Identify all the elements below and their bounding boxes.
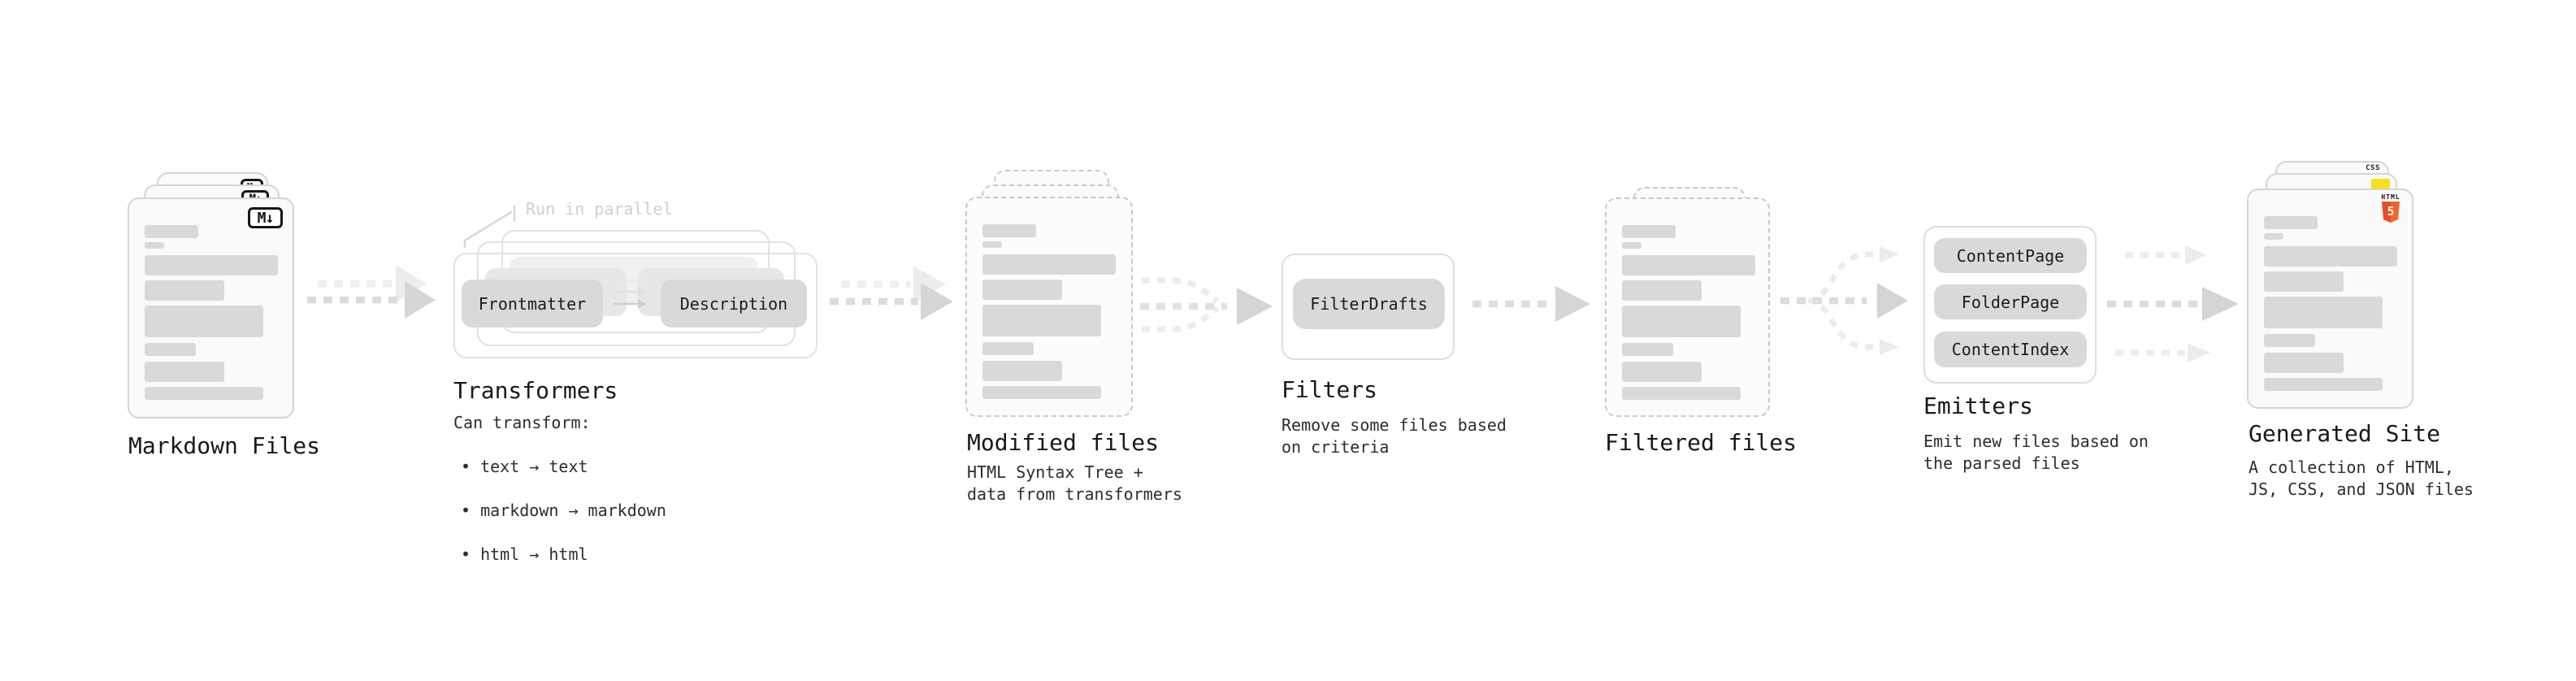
modified-file-card-front	[965, 197, 1133, 417]
markdown-icon: M↓	[248, 207, 283, 228]
transformers-desc-title: Can transform:	[453, 413, 591, 432]
parallel-arrows-icon	[614, 275, 647, 309]
placeholder-bar	[982, 342, 1034, 355]
site-file-card-front: HTML 5	[2247, 189, 2413, 409]
placeholder-bar	[145, 362, 224, 382]
placeholder-bar	[982, 386, 1101, 399]
filtered-file-card-front	[1605, 197, 1770, 417]
flow-arrow-icon	[1472, 286, 1590, 322]
stage-label-emitters: Emitters	[1923, 393, 2033, 419]
placeholder-bar	[1622, 387, 1741, 400]
emitter-pill-contentindex: ContentIndex	[1934, 332, 2087, 367]
bullet-item: • markdown → markdown	[461, 501, 666, 520]
placeholder-bar	[982, 254, 1116, 275]
callout-run-in-parallel: Run in parallel	[526, 199, 673, 219]
placeholder-bar	[1622, 306, 1741, 337]
bullet-item: • html → html	[461, 544, 588, 564]
flow-arrow-icon	[307, 265, 436, 319]
placeholder-bar	[982, 361, 1062, 381]
stage-label-markdown-files: Markdown Files	[128, 432, 321, 459]
transformers-bullet-list: • text → text • markdown → markdown • ht…	[453, 434, 666, 588]
html5-icon: HTML 5	[2380, 193, 2401, 223]
generated-site-desc: A collection of HTML, JS, CSS, and JSON …	[2249, 458, 2474, 499]
modified-files-desc: HTML Syntax Tree + data from transformer…	[967, 462, 1182, 504]
placeholder-bar	[2264, 246, 2397, 267]
stage-label-generated-site: Generated Site	[2249, 420, 2441, 447]
placeholder-bar	[2264, 378, 2383, 391]
placeholder-bar	[145, 242, 164, 249]
callout-line	[463, 205, 516, 249]
markdown-file-card-front: M↓	[128, 197, 294, 419]
emitter-pill-contentpage: ContentPage	[1934, 238, 2087, 273]
emitter-pill-folderpage: FolderPage	[1934, 284, 2087, 319]
html5-shield: 5	[2382, 202, 2400, 223]
placeholder-bar	[982, 224, 1036, 237]
stage-label-modified-files: Modified files	[967, 429, 1160, 456]
emitter-arrows-icon	[2107, 245, 2239, 362]
placeholder-bar	[145, 280, 224, 301]
converge-arrow-icon	[1140, 277, 1273, 332]
placeholder-bar	[145, 255, 278, 275]
flow-arrow-icon	[830, 266, 953, 320]
placeholder-bar	[145, 225, 198, 238]
stage-label-filters: Filters	[1281, 376, 1378, 403]
transformer-box-front	[453, 253, 817, 358]
placeholder-bar	[982, 280, 1062, 300]
placeholder-bar	[1622, 225, 1676, 238]
placeholder-bar	[1622, 280, 1702, 301]
transformer-pill-frontmatter: Frontmatter	[462, 280, 603, 327]
emitters-box	[1923, 226, 2097, 384]
stage-label-transformers: Transformers	[453, 377, 618, 404]
placeholder-bar	[145, 306, 263, 337]
diverge-arrow-icon	[1780, 246, 1908, 355]
placeholder-bar	[145, 387, 263, 400]
html5-icon-label: HTML	[2381, 193, 2400, 201]
placeholder-bar	[145, 343, 196, 356]
filter-pill-filterdrafts: FilterDrafts	[1293, 279, 1445, 329]
placeholder-bar	[2264, 297, 2383, 328]
emitters-desc: Emit new files based on the parsed files	[1923, 432, 2149, 473]
stage-label-filtered-files: Filtered files	[1605, 429, 1798, 456]
placeholder-bar	[982, 241, 1002, 248]
css-icon-label: CSS	[2366, 164, 2380, 172]
placeholder-bar	[2264, 233, 2283, 240]
placeholder-bar	[2264, 334, 2315, 347]
placeholder-bar	[982, 305, 1101, 336]
placeholder-bar	[1622, 242, 1641, 249]
bullet-item: • text → text	[461, 457, 588, 476]
placeholder-bar	[1622, 362, 1702, 382]
placeholder-bar	[2264, 271, 2344, 292]
placeholder-bar	[2264, 216, 2318, 229]
filters-box	[1281, 254, 1455, 360]
placeholder-bar	[1622, 343, 1673, 356]
filters-desc: Remove some files based on criteria	[1281, 415, 1507, 457]
placeholder-bar	[1622, 255, 1755, 275]
placeholder-bar	[2264, 353, 2344, 373]
transformer-pill-description: Description	[661, 280, 807, 327]
